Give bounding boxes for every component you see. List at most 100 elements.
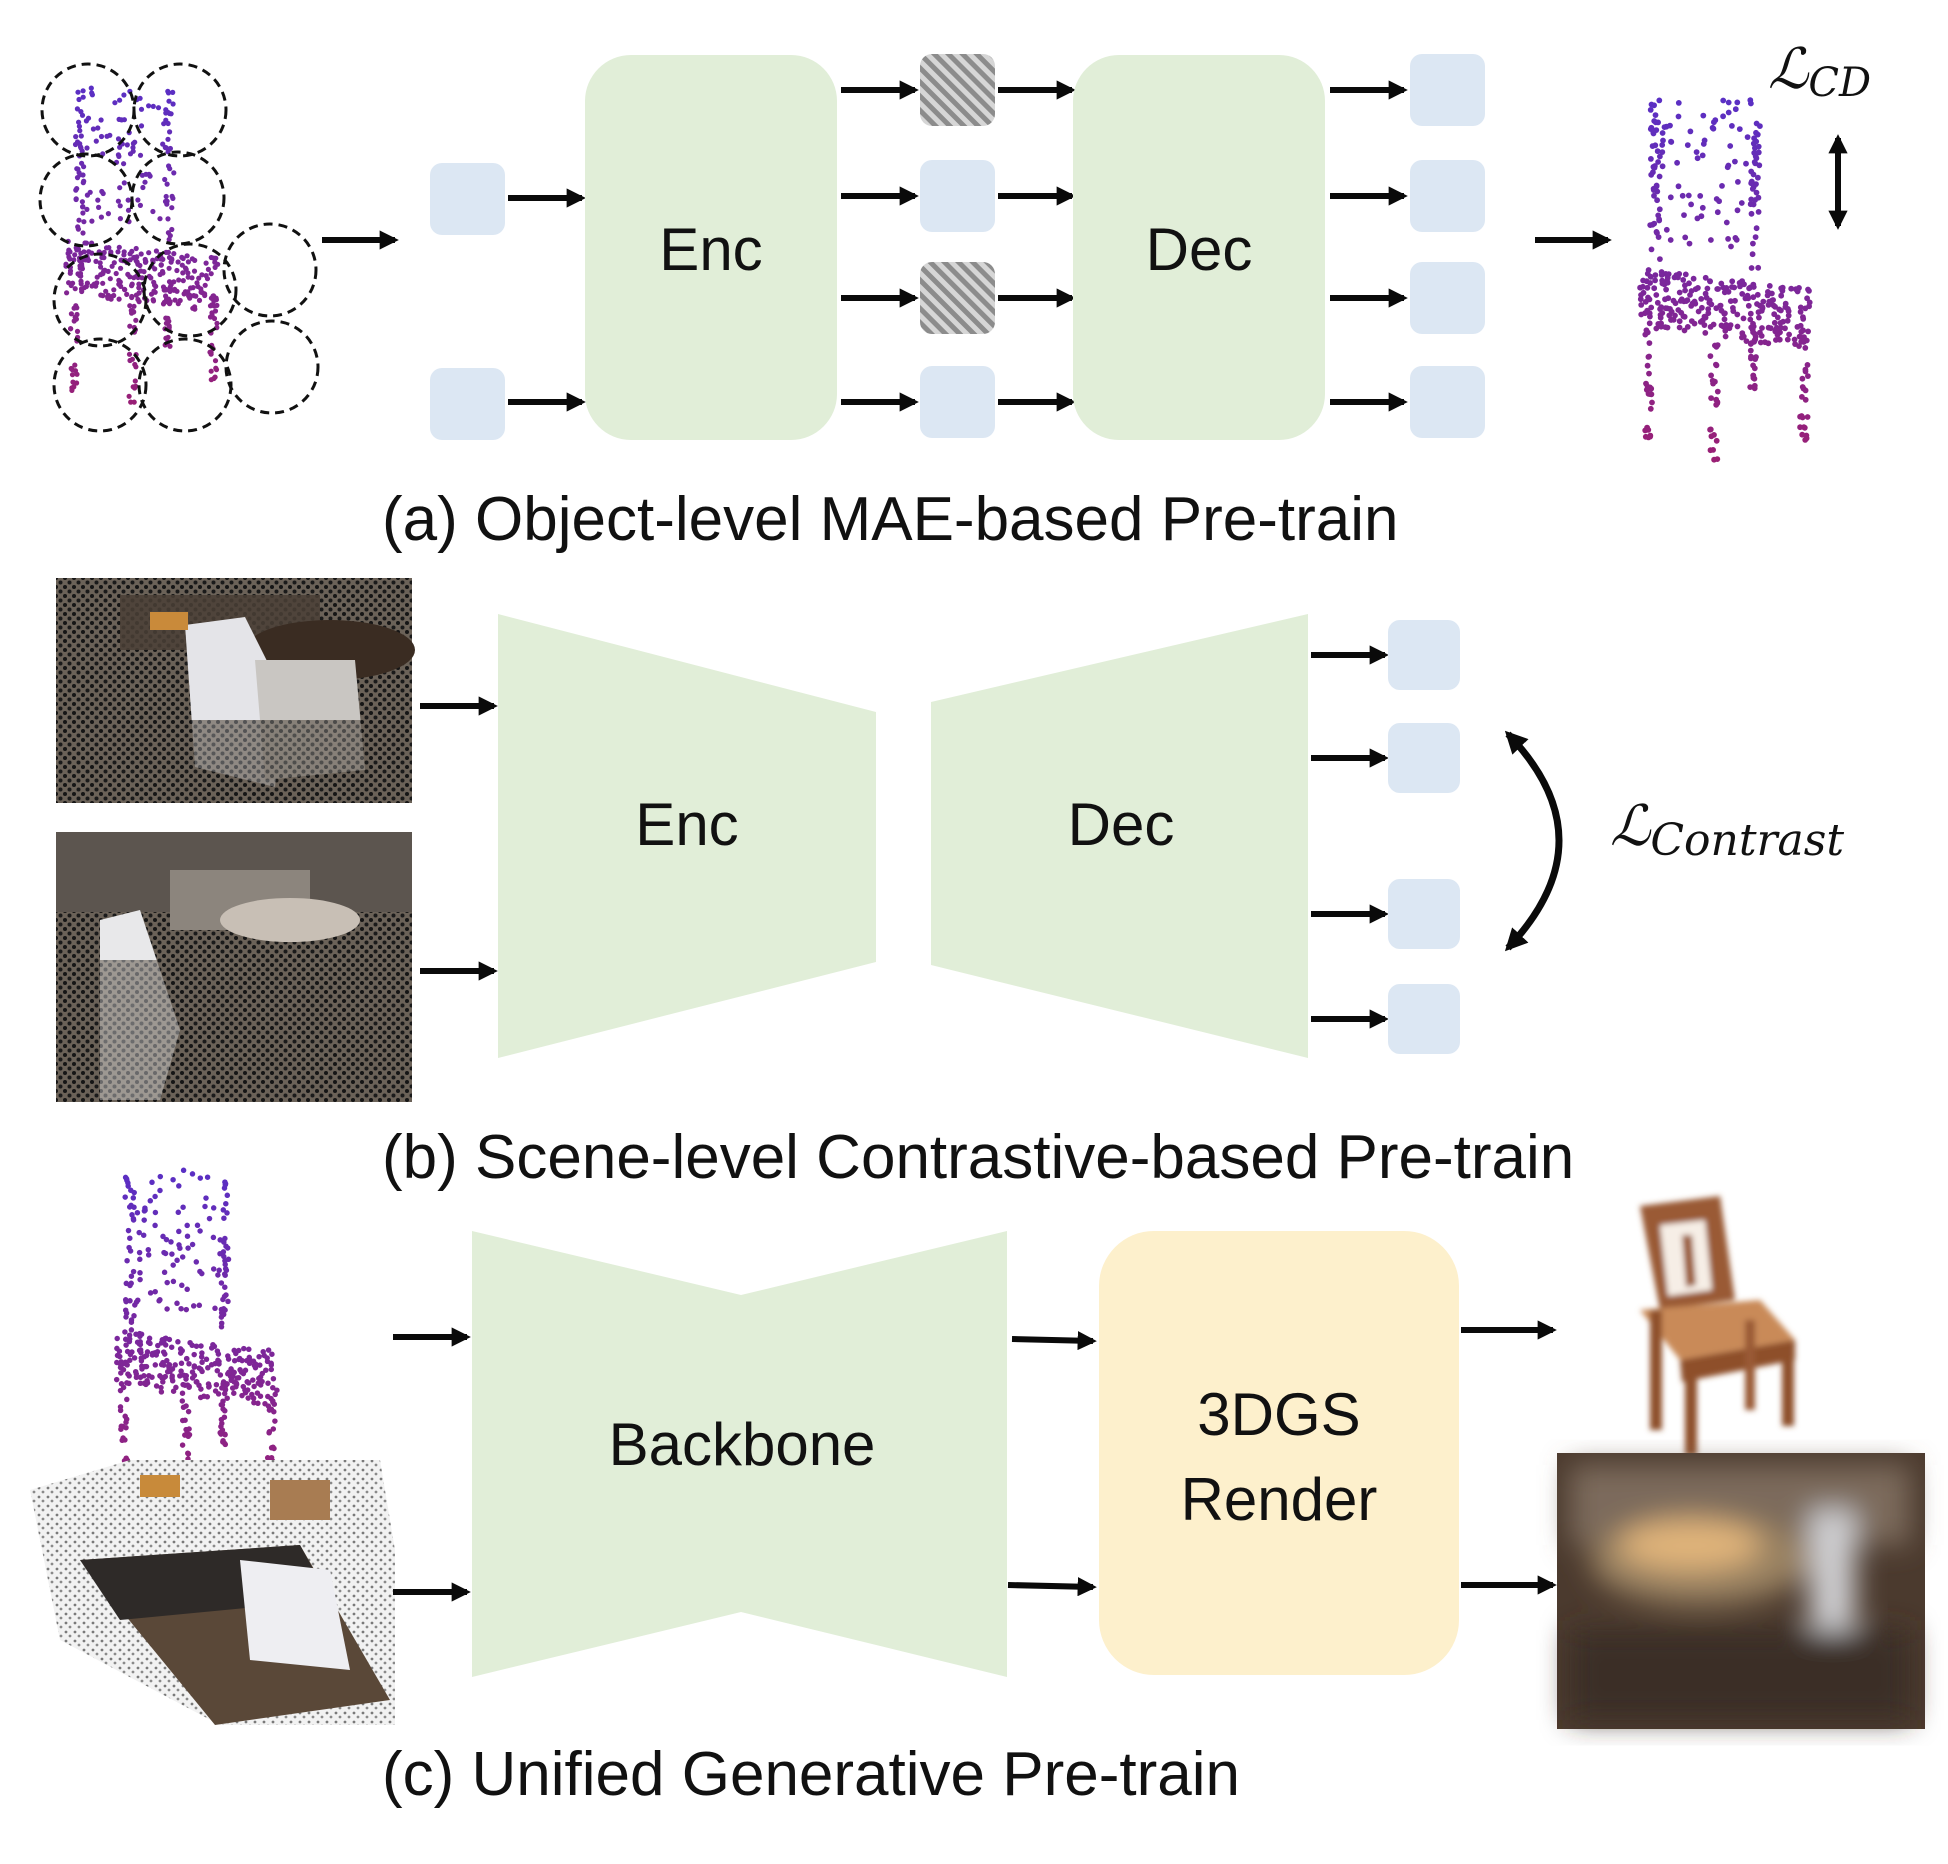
point [81, 178, 87, 184]
point [1704, 285, 1711, 292]
point [73, 196, 79, 202]
point [205, 266, 211, 272]
point [212, 374, 218, 380]
point [105, 211, 111, 217]
point [1725, 109, 1732, 116]
point [186, 1361, 192, 1367]
point [264, 1355, 270, 1361]
point [250, 1377, 256, 1383]
point [1656, 216, 1662, 223]
feature-token [1388, 723, 1460, 793]
point [77, 144, 84, 150]
point [1637, 296, 1644, 303]
point [231, 1357, 238, 1364]
point [1742, 295, 1749, 302]
point [118, 265, 124, 271]
point [165, 249, 171, 255]
point [1711, 119, 1717, 126]
patch-circle [40, 62, 136, 158]
point [183, 1403, 189, 1409]
point [1682, 287, 1688, 294]
decoder-block-b [931, 614, 1308, 1058]
point [1714, 209, 1721, 216]
point [1734, 99, 1741, 106]
point [184, 253, 190, 259]
point [222, 1179, 228, 1185]
point [63, 261, 69, 267]
point [1771, 319, 1778, 326]
point [127, 323, 133, 329]
point [1802, 368, 1809, 375]
point [133, 258, 139, 264]
point [146, 250, 152, 256]
point [179, 1282, 185, 1289]
point [1645, 267, 1652, 273]
loss-symbol: ℒ [1768, 37, 1810, 102]
point [127, 1351, 134, 1358]
point [1685, 192, 1692, 199]
point [1755, 149, 1762, 156]
point [1777, 324, 1784, 331]
point [149, 1374, 155, 1380]
point [136, 1249, 143, 1256]
point [78, 281, 84, 287]
caption-c: (c) Unified Generative Pre-train [382, 1740, 1240, 1809]
point [1755, 174, 1761, 181]
point [238, 1369, 245, 1375]
point [1782, 304, 1789, 310]
point [225, 1298, 231, 1305]
point [1804, 295, 1810, 302]
point [1667, 237, 1674, 243]
point [1798, 328, 1805, 335]
point [163, 117, 169, 123]
point [1686, 240, 1693, 247]
point [1752, 160, 1759, 167]
point [1662, 296, 1668, 303]
point [185, 1245, 191, 1251]
point [1691, 320, 1698, 327]
point [80, 230, 86, 236]
point [165, 216, 171, 222]
point [84, 145, 90, 151]
point [124, 291, 130, 297]
point [147, 1198, 154, 1204]
point [84, 206, 90, 212]
point [223, 1267, 230, 1274]
point [1747, 347, 1754, 354]
point [1806, 303, 1812, 310]
point [242, 1387, 248, 1393]
point [126, 351, 133, 357]
point [1714, 388, 1721, 395]
point [104, 133, 110, 139]
point [160, 1233, 166, 1240]
point [176, 277, 182, 283]
point [1792, 341, 1798, 347]
point [1755, 143, 1762, 150]
point [1709, 377, 1716, 384]
point [129, 294, 135, 301]
point [220, 1439, 226, 1445]
point [152, 1222, 158, 1229]
point [118, 1370, 124, 1376]
caption-a: (a) Object-level MAE-based Pre-train [382, 485, 1398, 554]
point [99, 254, 105, 261]
point [74, 328, 81, 334]
point [185, 1450, 191, 1456]
point [1751, 382, 1758, 389]
point [72, 252, 78, 258]
point [138, 268, 144, 274]
point [1699, 204, 1706, 211]
point [270, 1375, 277, 1382]
point [136, 299, 142, 305]
point [1784, 317, 1791, 324]
point [77, 128, 83, 134]
point [131, 275, 137, 281]
point [168, 1344, 175, 1350]
point [174, 1300, 180, 1307]
point [124, 142, 130, 148]
point [1754, 301, 1760, 307]
point [233, 1380, 240, 1387]
point [127, 274, 133, 280]
point [1652, 142, 1659, 149]
point [1676, 289, 1683, 296]
